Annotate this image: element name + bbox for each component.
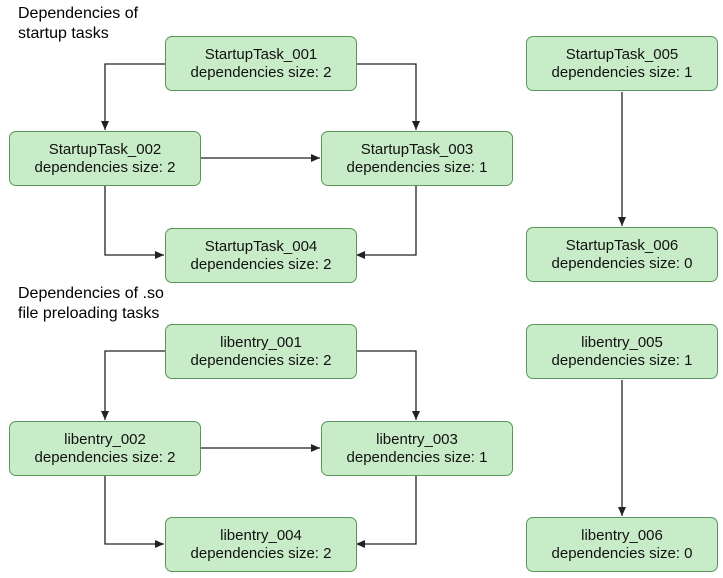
node-name: StartupTask_005 — [565, 45, 679, 63]
node-name: libentry_001 — [220, 333, 302, 351]
edge-preload-003-to-004 — [356, 476, 417, 548]
node-deps: dependencies size: 1 — [346, 158, 488, 176]
libentry-004-node: libentry_004 dependencies size: 2 — [165, 517, 357, 572]
startup-task-004-node: StartupTask_004 dependencies size: 2 — [165, 228, 357, 283]
edge-startup-003-to-004 — [356, 186, 417, 259]
preload-title-line1: Dependencies of .so — [18, 285, 164, 302]
node-name: libentry_002 — [64, 430, 146, 448]
startup-section-title: Dependencies of startup tasks — [18, 4, 138, 44]
node-deps: dependencies size: 2 — [190, 544, 332, 562]
node-deps: dependencies size: 2 — [34, 158, 176, 176]
startup-task-002-node: StartupTask_002 dependencies size: 2 — [9, 131, 201, 186]
node-name: StartupTask_002 — [48, 140, 162, 158]
startup-title-line2: startup tasks — [18, 25, 109, 42]
libentry-006-node: libentry_006 dependencies size: 0 — [526, 517, 718, 572]
edge-preload-002-to-004 — [104, 476, 164, 548]
edge-startup-001-to-003 — [357, 63, 420, 130]
node-deps: dependencies size: 1 — [551, 351, 693, 369]
edge-preload-001-to-003 — [357, 350, 420, 420]
startup-title-line1: Dependencies of — [18, 5, 139, 22]
node-name: libentry_003 — [376, 430, 458, 448]
edge-startup-002-to-004 — [104, 186, 164, 259]
edge-preload-001-to-002 — [101, 350, 165, 420]
libentry-001-node: libentry_001 dependencies size: 2 — [165, 324, 357, 379]
node-name: StartupTask_006 — [565, 236, 679, 254]
edge-startup-001-to-002 — [101, 63, 165, 130]
node-deps: dependencies size: 1 — [551, 63, 693, 81]
node-name: libentry_005 — [581, 333, 663, 351]
node-name: StartupTask_001 — [204, 45, 318, 63]
node-deps: dependencies size: 0 — [551, 254, 693, 272]
node-name: StartupTask_003 — [360, 140, 474, 158]
node-deps: dependencies size: 1 — [346, 448, 488, 466]
node-deps: dependencies size: 0 — [551, 544, 693, 562]
node-deps: dependencies size: 2 — [190, 351, 332, 369]
node-name: libentry_004 — [220, 526, 302, 544]
libentry-003-node: libentry_003 dependencies size: 1 — [321, 421, 513, 476]
startup-task-006-node: StartupTask_006 dependencies size: 0 — [526, 227, 718, 282]
node-deps: dependencies size: 2 — [34, 448, 176, 466]
libentry-002-node: libentry_002 dependencies size: 2 — [9, 421, 201, 476]
libentry-005-node: libentry_005 dependencies size: 1 — [526, 324, 718, 379]
startup-task-005-node: StartupTask_005 dependencies size: 1 — [526, 36, 718, 91]
node-name: StartupTask_004 — [204, 237, 318, 255]
preload-section-title: Dependencies of .so file preloading task… — [18, 284, 164, 324]
node-deps: dependencies size: 2 — [190, 255, 332, 273]
preload-title-line2: file preloading tasks — [18, 305, 160, 322]
node-name: libentry_006 — [581, 526, 663, 544]
startup-task-003-node: StartupTask_003 dependencies size: 1 — [321, 131, 513, 186]
node-deps: dependencies size: 2 — [190, 63, 332, 81]
startup-task-001-node: StartupTask_001 dependencies size: 2 — [165, 36, 357, 91]
